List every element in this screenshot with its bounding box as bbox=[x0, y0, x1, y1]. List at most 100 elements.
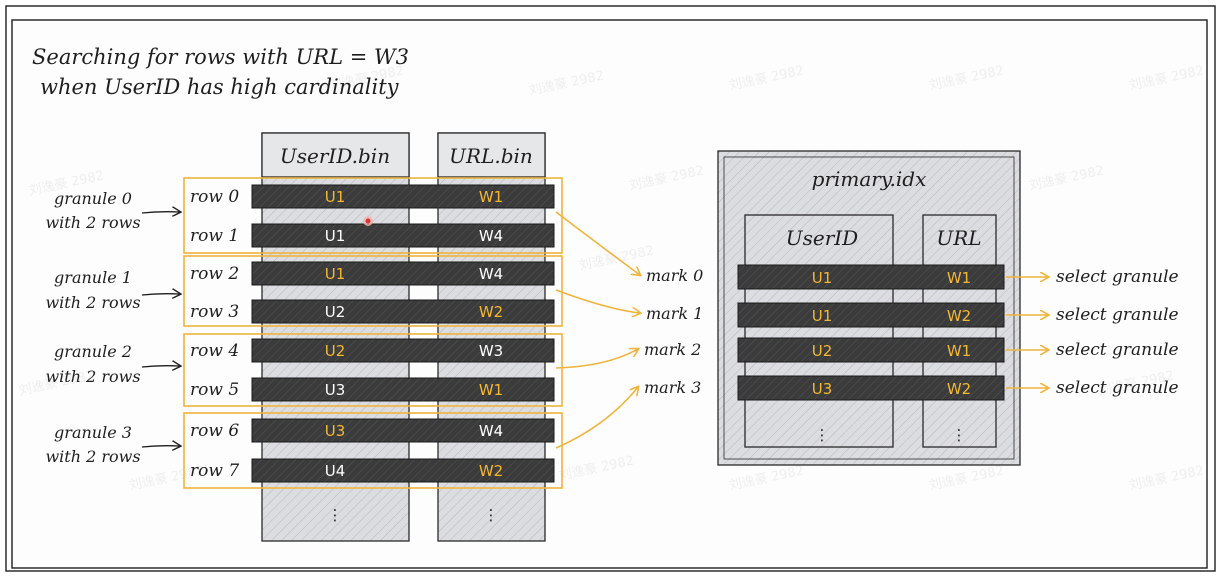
primary-entry: U3 W2 select granule bbox=[737, 375, 1179, 401]
url-cell: W2 bbox=[479, 303, 503, 321]
url-ellipsis: ⋮ bbox=[484, 506, 499, 524]
url-cell: W4 bbox=[479, 227, 503, 245]
row-label: row 1 bbox=[190, 226, 239, 246]
userid-cell: U1 bbox=[325, 265, 346, 283]
primary-userid-cell: U3 bbox=[812, 380, 833, 398]
cursor-marker bbox=[363, 216, 373, 226]
mark-label: mark 1 bbox=[646, 304, 703, 323]
primary-entry-bar bbox=[737, 337, 1005, 363]
primary-userid-ellipsis: ⋮ bbox=[815, 426, 830, 444]
primary-idx-title: primary.idx bbox=[812, 167, 927, 191]
mark-label: mark 2 bbox=[644, 340, 701, 359]
row-bar bbox=[251, 299, 555, 324]
url-cell: W4 bbox=[479, 265, 503, 283]
select-granule-label: select granule bbox=[1056, 305, 1179, 325]
mark-arrow bbox=[555, 289, 640, 313]
row-bar bbox=[251, 261, 555, 286]
primary-url-cell: W1 bbox=[947, 342, 971, 360]
userid-cell: U3 bbox=[325, 381, 346, 399]
select-granule-label: select granule bbox=[1056, 267, 1179, 287]
primary-userid-cell: U1 bbox=[812, 307, 833, 325]
primary-url-ellipsis: ⋮ bbox=[952, 426, 967, 444]
title-line-1: Searching for rows with URL = W3 bbox=[32, 45, 409, 69]
primary-url-cell: W2 bbox=[947, 380, 971, 398]
url-cell: W1 bbox=[479, 381, 503, 399]
primary-userid-cell: U2 bbox=[812, 342, 833, 360]
userid-ellipsis: ⋮ bbox=[328, 506, 343, 524]
granule-arrow bbox=[141, 294, 180, 295]
row-bar bbox=[251, 418, 555, 443]
granule-labels: granule 0 with 2 rows granule 1 with 2 rows… bbox=[45, 189, 180, 466]
url-cell: W2 bbox=[479, 462, 503, 480]
mark-arrow bbox=[555, 349, 638, 369]
primary-userid-column bbox=[744, 214, 894, 448]
granule-label: granule 0 with 2 rows bbox=[45, 189, 180, 232]
userid-cell: U1 bbox=[325, 227, 346, 245]
granule-arrow bbox=[141, 366, 180, 367]
granule-name: granule 0 bbox=[54, 189, 132, 208]
diagram-title: Searching for rows with URL = W3 when Us… bbox=[32, 45, 409, 99]
table-row: row 6 U3 W4 bbox=[190, 418, 555, 443]
row-bar bbox=[251, 377, 555, 402]
granule-row-count: with 2 rows bbox=[45, 293, 140, 312]
userid-bin-header: UserID.bin bbox=[280, 144, 390, 168]
row-label: row 0 bbox=[190, 187, 239, 207]
primary-url-cell: W1 bbox=[947, 269, 971, 287]
row-bar bbox=[251, 338, 555, 363]
primary-userid-header: UserID bbox=[786, 226, 858, 250]
granule-row-count: with 2 rows bbox=[45, 447, 140, 466]
select-granule-label: select granule bbox=[1056, 340, 1179, 360]
userid-cell: U3 bbox=[325, 422, 346, 440]
row-bar bbox=[251, 223, 555, 248]
primary-url-cell: W2 bbox=[947, 307, 971, 325]
mark-label: mark 0 bbox=[646, 266, 703, 285]
mark-arrow bbox=[555, 211, 640, 275]
mark-1: mark 1 bbox=[555, 289, 703, 323]
granule-name: granule 1 bbox=[54, 268, 132, 287]
row-label: row 5 bbox=[190, 380, 239, 400]
granule-arrow bbox=[141, 212, 180, 213]
mark-2: mark 2 bbox=[555, 340, 701, 369]
granule-label: granule 2 with 2 rows bbox=[45, 342, 180, 386]
row-label: row 4 bbox=[190, 341, 239, 361]
primary-userid-cell: U1 bbox=[812, 269, 833, 287]
primary-entry-bar bbox=[737, 375, 1005, 401]
table-row: row 0 U1 W1 bbox=[190, 184, 555, 209]
primary-entry-bar bbox=[737, 264, 1005, 290]
table-row: row 5 U3 W1 bbox=[190, 377, 555, 402]
granule-box-2 bbox=[183, 333, 563, 407]
primary-url-header: URL bbox=[936, 226, 981, 250]
url-cell: W4 bbox=[479, 422, 503, 440]
granule-arrow bbox=[141, 446, 180, 447]
marks: mark 0 mark 1 mark 2 mark 3 bbox=[555, 211, 703, 449]
granule-label: granule 1 with 2 rows bbox=[45, 268, 180, 312]
row-label: row 7 bbox=[190, 461, 239, 481]
primary-entry: U1 W2 select granule bbox=[737, 302, 1179, 328]
granule-label: granule 3 with 2 rows bbox=[45, 423, 180, 466]
table-row: row 1 U1 W4 bbox=[190, 223, 555, 248]
row-label: row 6 bbox=[190, 421, 239, 441]
mark-3: mark 3 bbox=[555, 378, 701, 449]
url-bin-header: URL.bin bbox=[449, 144, 533, 168]
primary-entry: U1 W1 select granule bbox=[737, 264, 1179, 290]
granule-name: granule 2 bbox=[54, 342, 132, 361]
granule-row-count: with 2 rows bbox=[45, 213, 140, 232]
granule-name: granule 3 bbox=[54, 423, 132, 442]
mark-arrow bbox=[555, 387, 638, 449]
granule-row-count: with 2 rows bbox=[45, 367, 140, 386]
granule-box-1 bbox=[183, 255, 563, 327]
url-cell: W1 bbox=[479, 188, 503, 206]
title-line-2: when UserID has high cardinality bbox=[40, 75, 400, 99]
primary-entry-bar bbox=[737, 302, 1005, 328]
userid-cell: U1 bbox=[325, 188, 346, 206]
granule-box-3 bbox=[183, 412, 563, 489]
select-granule-label: select granule bbox=[1056, 378, 1179, 398]
row-bar bbox=[251, 458, 555, 483]
row-bar bbox=[251, 184, 555, 209]
